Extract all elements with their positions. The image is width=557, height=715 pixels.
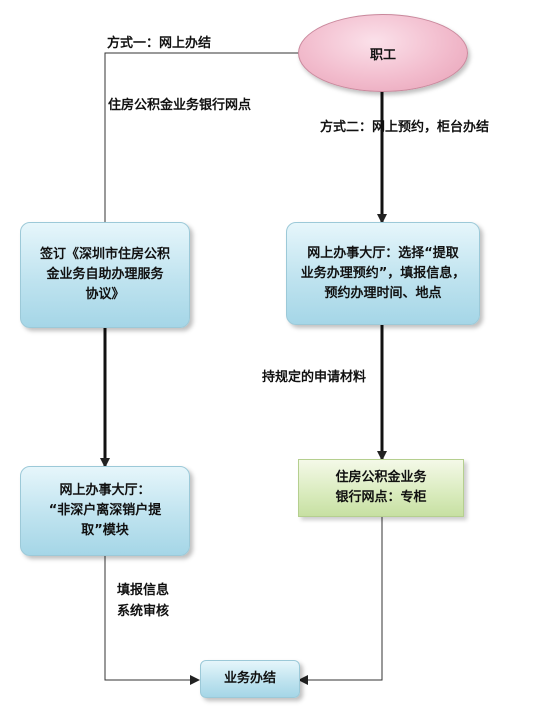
label-method2: 方式二：网上预约，柜台办结: [320, 120, 490, 135]
box-done-text: 业务办结: [223, 671, 276, 686]
box-bank-counter-text: 住房公积金业务 银行网点：专柜: [335, 470, 427, 505]
box-sign-agreement-text: 签订《深圳市住房公积 金业务自助办理服务 协议》: [39, 247, 170, 302]
box-sign-agreement: 签订《深圳市住房公积 金业务自助办理服务 协议》: [20, 222, 190, 328]
label-materials: 持规定的申请材料: [262, 370, 367, 385]
connector-method1: [104, 52, 298, 222]
start-label: 职工: [369, 47, 396, 63]
connector-hall-to-done: [104, 556, 200, 685]
box-bank-counter: 住房公积金业务 银行网点：专柜: [298, 459, 464, 517]
connector-counter-to-done: [298, 517, 383, 685]
box-online-hall-left-text: 网上办事大厅： “非深户离深销户提 取”模块: [48, 483, 162, 538]
box-online-hall-right: 网上办事大厅：选择“提取 业务办理预约”，填报信息， 预约办理时间、地点: [286, 222, 480, 325]
label-bank-outlet: 住房公积金业务银行网点: [108, 98, 252, 113]
label-fill-info: 填报信息 系统审核: [117, 583, 170, 619]
box-done: 业务办结: [200, 660, 300, 698]
box-online-hall-left: 网上办事大厅： “非深户离深销户提 取”模块: [20, 466, 190, 556]
label-method1: 方式一：网上办结: [107, 36, 212, 51]
start-employee: 职工: [298, 14, 468, 92]
box-online-hall-right-text: 网上办事大厅：选择“提取 业务办理预约”，填报信息， 预约办理时间、地点: [300, 245, 466, 301]
